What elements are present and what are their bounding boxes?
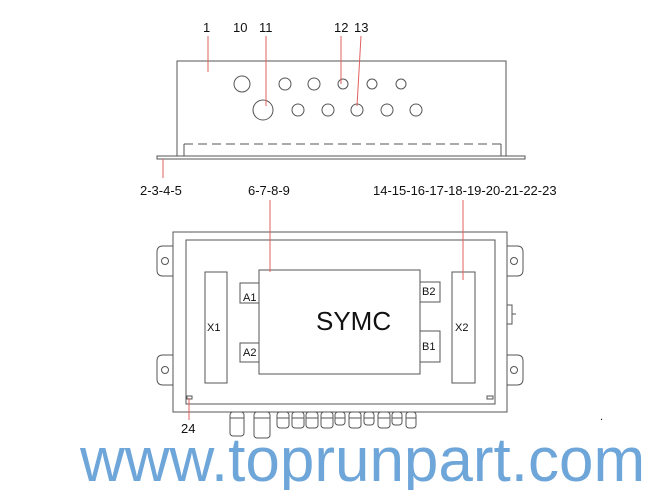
module-label: SYMC [316,306,391,336]
side-connector [506,304,513,325]
label-a2: A2 [243,347,256,359]
connector-b2 [419,281,441,303]
cable-gland [291,411,305,429]
label-12: 12 [334,20,348,35]
connector-a1 [239,282,260,304]
label-6-9: 6-7-8-9 [248,183,290,198]
top-view: 1 10 11 12 13 2-3-4-5 6-7-8-9 14-15-16-1… [140,20,557,198]
terminal-x1 [204,271,228,384]
cable-holes [233,75,423,121]
cable-gland [305,411,319,429]
cable-gland [348,411,362,429]
label-13: 13 [354,20,368,35]
label-10: 10 [233,20,247,35]
label-1: 1 [203,20,210,35]
label-24: 24 [181,421,195,436]
label-x1: X1 [207,322,220,334]
stray-dot: . [600,411,603,423]
bottom-view: X1 X2 A1 A2 B2 B1 SYMC 24 . [156,200,603,439]
connector-b1 [419,330,441,363]
mounting-flange [156,155,526,160]
label-a1: A1 [243,292,256,304]
cable-gland [253,411,271,439]
label-14-23: 14-15-16-17-18-19-20-21-22-23 [373,183,557,198]
enclosure-inner [185,239,496,405]
cable-gland [405,411,417,429]
watermark: www.toprunpart.com [79,426,645,490]
connector-a2 [239,342,260,363]
label-b2: B2 [422,286,435,298]
mounting-lugs [156,245,524,386]
label-11: 11 [259,20,273,35]
symc-module [258,269,421,375]
label-b1: B1 [422,341,435,353]
cable-gland [276,411,290,429]
label-x2: X2 [455,322,468,334]
cable-gland [229,411,245,437]
cable-gland [377,411,391,429]
cable-gland [320,411,334,429]
label-2-5: 2-3-4-5 [140,183,182,198]
cable-glands [229,411,417,439]
